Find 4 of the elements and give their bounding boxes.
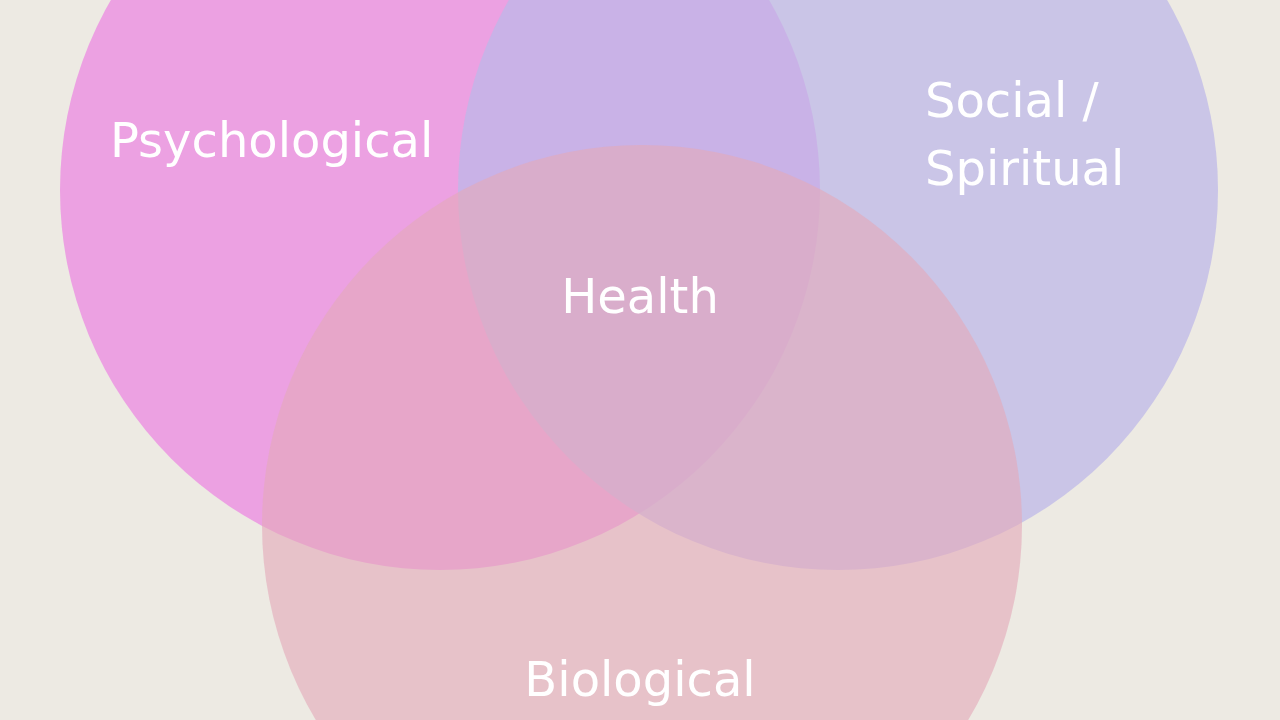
circle-label: Psychological	[110, 111, 435, 170]
circle-label: Social / Spiritual	[925, 71, 1126, 198]
center-label: Health	[560, 267, 720, 326]
circle-label: Biological	[523, 650, 757, 709]
